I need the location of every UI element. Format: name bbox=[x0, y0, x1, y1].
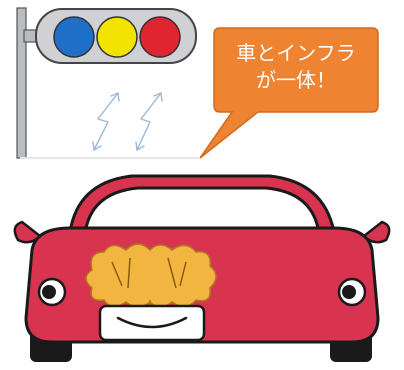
communication-arrows-icon bbox=[92, 92, 163, 151]
speech-bubble-line-1: 車とインフラ bbox=[236, 41, 356, 65]
car-illustration bbox=[13, 174, 391, 362]
license-plate-mouth bbox=[98, 304, 206, 342]
speech-bubble-text: 車とインフラ が一体！ bbox=[212, 40, 380, 94]
signal-arm bbox=[23, 29, 37, 43]
windshield bbox=[84, 186, 320, 230]
yellow-light-icon bbox=[96, 16, 138, 58]
red-light-icon bbox=[139, 16, 181, 58]
smile-icon bbox=[116, 316, 188, 329]
speech-bubble bbox=[199, 27, 379, 159]
traffic-signal bbox=[16, 7, 197, 159]
speech-bubble-line-2: が一体！ bbox=[256, 68, 336, 92]
blue-light-icon bbox=[53, 16, 95, 58]
